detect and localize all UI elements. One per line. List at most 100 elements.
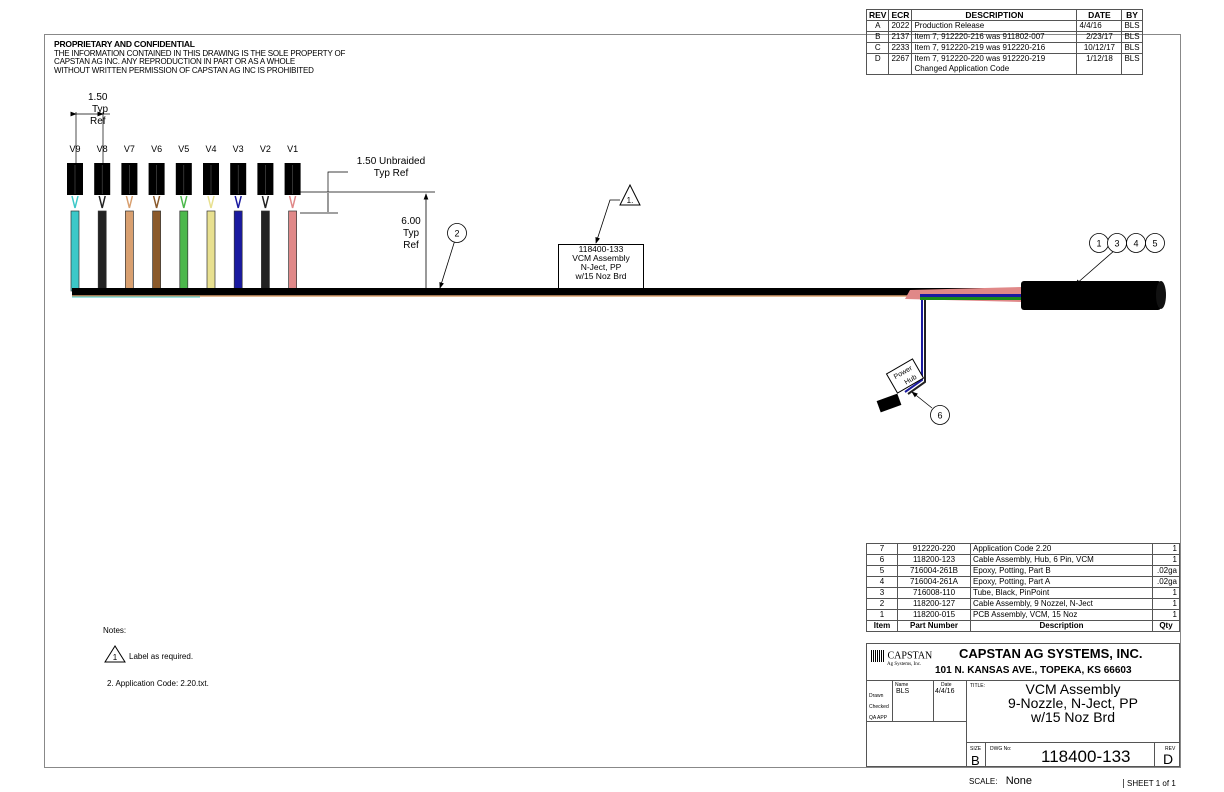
logo-text: CAPSTAN (887, 650, 933, 662)
drawing-title-line: VCM Assembly (1025, 681, 1121, 697)
balloon-number: 3 (1114, 239, 1119, 249)
green-wire (920, 297, 1022, 300)
valve-label: V4 (205, 144, 217, 154)
drawn-date: 4/4/16 (935, 688, 955, 695)
bom-qty: 1 (1152, 543, 1180, 555)
lead-wire (152, 210, 161, 292)
desc-line2: Changed Application Code (914, 64, 1010, 73)
rev: D (865, 53, 890, 75)
bom-item: 5 (866, 565, 898, 577)
dwg-number-cell: DWG No:118400-133 (985, 742, 1155, 767)
blank-block (866, 721, 967, 767)
svg-text:1: 1 (113, 653, 118, 662)
bom-item: 6 (866, 554, 898, 566)
lead-split (71, 195, 79, 209)
date: 1/12/18 (1076, 53, 1123, 75)
bom-item: 1 (866, 609, 898, 621)
rev-label: REV (1165, 746, 1176, 752)
lead-split (125, 195, 134, 209)
bom-qty: 1 (1152, 554, 1180, 566)
bom-desc: Cable Assembly, Hub, 6 Pin, VCM (970, 554, 1153, 566)
lead-wire (125, 210, 134, 292)
size-value: B (971, 753, 980, 768)
bom-item: 4 (866, 576, 898, 588)
lead-wire (97, 210, 107, 292)
qa-label: QA APP (869, 715, 888, 721)
balloon-number: 4 (1133, 239, 1138, 249)
valve-label: V2 (259, 144, 271, 154)
hub-branch-cable (904, 300, 923, 393)
valve-leads (67, 163, 301, 292)
lead-wire (261, 210, 270, 292)
approvals-block: Name Date Drawn BLS 4/4/16 Checked QA AP… (866, 680, 967, 722)
bom-pn: 118200-127 (897, 598, 971, 610)
bom-qty: .02ga (1152, 576, 1180, 588)
lead-split (234, 195, 242, 209)
bom-pn: 716004-261B (897, 565, 971, 577)
length-dimension: 6.00 Typ Ref (396, 216, 426, 252)
lead-split (98, 195, 106, 209)
valve-label: V1 (287, 144, 299, 154)
bom-desc: Epoxy, Potting, Part B (970, 565, 1153, 577)
logo-subtitle: Ag Systems, Inc. (887, 662, 922, 667)
lead-split (180, 195, 188, 209)
bom-desc: Epoxy, Potting, Part A (970, 576, 1153, 588)
power-hub-label: Power Hub (885, 358, 925, 394)
confidential-title: PROPRIETARY AND CONFIDENTIAL (54, 39, 195, 49)
company-address: 101 N. KANSAS AVE., TOPEKA, KS 66603 (935, 665, 1132, 676)
bom-item: 3 (866, 587, 898, 599)
date-header: Date (941, 682, 952, 688)
confidential-notice: PROPRIETARY AND CONFIDENTIAL THE INFORMA… (54, 40, 345, 75)
item-balloon (447, 223, 467, 243)
bom-qty: 1 (1152, 609, 1180, 621)
drawing-title-line: w/15 Noz Brd (1030, 709, 1116, 725)
dwg-number: 118400-133 (1041, 747, 1131, 766)
drawing-title-line: 9-Nozzle, N-Ject, PP (1008, 695, 1138, 711)
balloon-number: 2 (454, 229, 459, 239)
checked-label: Checked (869, 704, 889, 710)
dim-value: 1.50 (88, 92, 108, 103)
scale-value: None (1005, 775, 1032, 787)
lead-split (288, 195, 297, 209)
confidential-line: CAPSTAN AG INC. ANY REPRODUCTION IN PART… (54, 57, 295, 66)
notes-title: Notes: (103, 626, 127, 635)
note-flag-icon: 1 (104, 645, 126, 663)
dim-text: 1.50 Unbraided (356, 156, 426, 167)
item-balloon (1145, 233, 1165, 253)
balloon-number: 6 (937, 411, 942, 421)
bom-desc: PCB Assembly, VCM, 15 Noz (970, 609, 1153, 621)
desc: Item 7, 912220-220 was 912220-219 (914, 54, 1046, 63)
item-balloon (930, 405, 950, 425)
drawn-label: Drawn (869, 693, 884, 699)
pitch-dimension: 1.50 Typ Ref (66, 92, 108, 128)
sheet-border (44, 34, 1181, 768)
scale-label: SCALE: (969, 777, 998, 786)
valve-label: V6 (151, 144, 163, 154)
label-leader (595, 199, 620, 244)
valve-label: V9 (69, 144, 81, 154)
leader (327, 171, 348, 192)
rev-value: D (1163, 751, 1174, 767)
size-label: SIZE (970, 746, 982, 752)
main-cable (72, 288, 1022, 296)
black-tube-sleeve (1021, 281, 1161, 310)
bom-qty: .02ga (1152, 565, 1180, 577)
bom-pn: 716008-110 (897, 587, 971, 599)
lead-wire (233, 210, 243, 292)
balloon-leader (911, 391, 933, 409)
lead-wire (206, 210, 216, 292)
note-flag-text: 1. (627, 196, 634, 205)
bom-pn: 716004-261A (897, 576, 971, 588)
bom-item: 2 (866, 598, 898, 610)
assembly-label-box: 118400-133 VCM Assembly N-Ject, PP w/15 … (558, 244, 644, 288)
lead-split (207, 195, 215, 209)
